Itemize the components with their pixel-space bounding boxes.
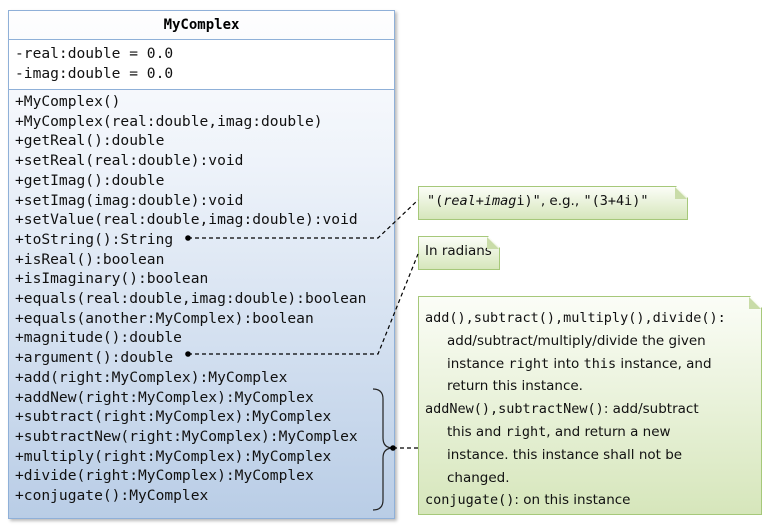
note-text: conjugate() xyxy=(425,492,515,509)
note-operations: add(),subtract(),multiply(),divide(): ad… xyxy=(418,296,762,515)
attribute: -real:double = 0.0 xyxy=(15,45,174,62)
method: +setImag(imag:double):void xyxy=(15,191,244,209)
note-text: "( xyxy=(427,193,444,209)
method: +MyComplex(real:double,imag:double) xyxy=(15,112,323,130)
method: +isImaginary():boolean xyxy=(15,270,209,288)
note-text: : xyxy=(603,401,609,418)
anchor-dot xyxy=(390,445,396,451)
note-line: add/subtract/multiply/divide the given xyxy=(447,332,706,349)
note-text: instance xyxy=(447,355,509,372)
note-text: and xyxy=(471,423,506,440)
method: +conjugate():MyComplex xyxy=(15,487,209,505)
note-text: this xyxy=(583,355,617,372)
note-line: this and right, and return a new xyxy=(425,421,761,444)
methods-section: +MyComplex() +MyComplex(real:double,imag:… xyxy=(9,90,394,506)
note-text: , e.g., xyxy=(540,193,584,209)
note-line: changed. xyxy=(447,469,510,486)
class-name: MyComplex xyxy=(9,11,394,40)
anchor-dot xyxy=(185,235,191,241)
method: +argument():double xyxy=(15,349,174,367)
note-line: instance right into this instance, and xyxy=(425,353,761,376)
method: +multiply(right:MyComplex):MyComplex xyxy=(15,447,332,465)
method: +equals(real:double,imag:double):boolean xyxy=(15,290,367,308)
method: +subtract(right:MyComplex):MyComplex xyxy=(15,408,332,426)
note-argument: In radians xyxy=(418,236,500,270)
attributes-section: -real:double = 0.0 -imag:double = 0.0 xyxy=(9,40,394,90)
method: +toString():String xyxy=(15,230,174,248)
note-text: on this instance xyxy=(518,492,631,509)
note-text: addNew(),subtractNew() xyxy=(425,401,604,418)
attribute: -imag:double = 0.0 xyxy=(15,64,174,82)
note-line: return this instance. xyxy=(447,378,583,395)
note-tostring: "(real+imagi)", e.g., "(3+4i)" xyxy=(418,186,688,220)
method: +magnitude():double xyxy=(15,329,182,347)
note-text: "(3+4i)" xyxy=(583,193,649,209)
note-text: instance, and xyxy=(616,355,712,372)
method: +setValue(real:double,imag:double):void xyxy=(15,211,358,229)
note-text: : xyxy=(514,492,519,509)
method: +divide(right:MyComplex):MyComplex xyxy=(15,467,314,485)
note-text-italic: real+imag xyxy=(443,193,517,209)
method: +isReal():boolean xyxy=(15,250,165,268)
note-text: , and return a new xyxy=(546,423,671,440)
note-line: add(),subtract(),multiply(),divide(): xyxy=(425,310,726,326)
method: +addNew(right:MyComplex):MyComplex xyxy=(15,388,314,406)
method: +setReal(real:double):void xyxy=(15,152,244,170)
note-text: right xyxy=(505,423,547,440)
connector-argument xyxy=(188,253,419,355)
method: +add(right:MyComplex):MyComplex xyxy=(15,368,288,386)
note-line: addNew(),subtractNew(): add/subtract xyxy=(425,398,761,421)
note-text: right xyxy=(508,355,550,372)
brace-icon xyxy=(372,388,394,511)
anchor-dot xyxy=(185,351,191,357)
method: +getReal():double xyxy=(15,132,165,150)
method: +MyComplex() xyxy=(15,93,121,110)
note-text: into xyxy=(549,355,584,372)
note-text: In radians xyxy=(425,243,492,259)
method: +equals(another:MyComplex):boolean xyxy=(15,309,314,327)
note-text: this xyxy=(447,423,472,440)
method: +getImag():double xyxy=(15,171,165,189)
connector-tostring xyxy=(188,199,419,239)
note-line: instance. this instance shall not be xyxy=(447,446,683,463)
method: +subtractNew(right:MyComplex):MyComplex xyxy=(15,427,358,445)
note-text: add/subtract xyxy=(608,401,699,418)
note-line: conjugate(): on this instance xyxy=(425,489,761,512)
class-box-mycomplex: MyComplex -real:double = 0.0 -imag:doubl… xyxy=(8,10,395,519)
note-text: i)" xyxy=(516,193,541,209)
